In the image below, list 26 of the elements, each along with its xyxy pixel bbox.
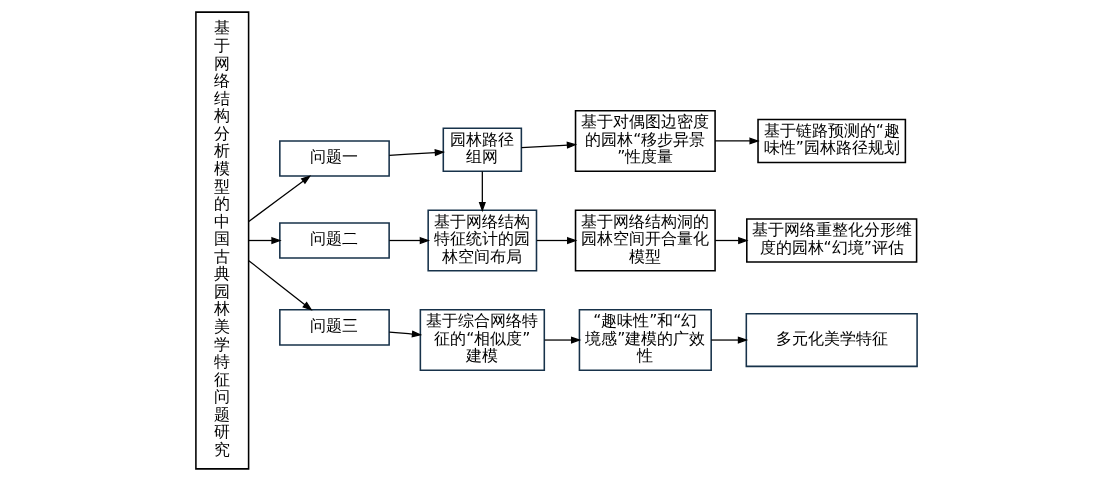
node-box: 问题三 [278,309,390,346]
node-box: 基于链路预测的“趣味性”园林路径规划 [756,118,906,164]
arrow [714,137,760,145]
arrow [247,175,311,223]
node-box: 基于网络重整化分形维度的园林“幻境”评估 [745,218,917,263]
node-box: 园林路径组网 [442,127,522,172]
node-box: 问题一 [278,140,390,177]
arrow [543,336,581,344]
arrow [388,236,430,245]
node-box: 问题二 [278,222,390,259]
arrow [247,260,313,311]
node-box: 基于网络结构洞的园林空间开合量化模型 [574,209,716,272]
node-box: “趣味性”和“幻境感”建模的广效性 [578,309,712,372]
arrow [478,170,486,213]
arrow [714,236,749,245]
arrow [535,236,577,245]
node-box: 多元化美学特征 [745,312,918,368]
arrow [247,236,282,245]
arrow [520,141,577,149]
arrow [388,148,445,157]
node-box: 基于综合网络特征的“相似度”建模 [419,309,545,372]
arrow [388,330,422,338]
node-box: 基于网络结构分析模型的中国古典园林美学特征问题研究 [194,11,249,470]
node-box: 基于网络结构特征统计的园林空间布局 [426,209,537,272]
node-box: 基于对偶图边密度的园林“移步异景”性度量 [574,109,716,172]
arrow [710,336,748,344]
